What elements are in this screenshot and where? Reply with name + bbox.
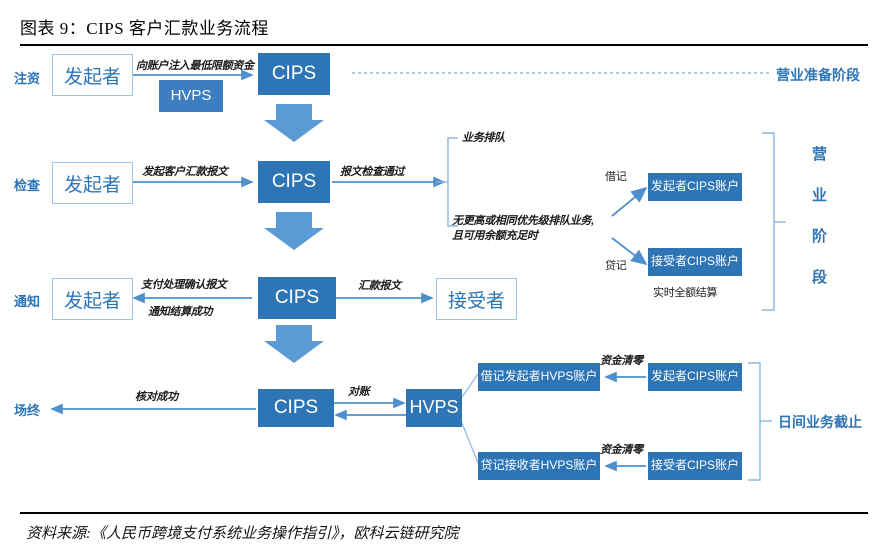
edge-label-funds-cleared-bottom: 资金清零 [600,444,643,456]
node-credit-receiver-hvps-account[interactable]: 贷记接收者HVPS账户 [478,452,600,480]
stage-label-notify: 通知 [14,294,41,309]
edge-label-credit: 贷记 [605,260,627,272]
edge-label-reconciliation-success: 核对成功 [135,391,178,403]
edge-label-settlement-success: 通知结算成功 [148,306,213,318]
node-debit-originator-hvps-account[interactable]: 借记发起者HVPS账户 [478,363,600,391]
stage-label-operating: 营业阶段 [810,146,827,310]
node-originator-cips-account-row4[interactable]: 发起者CIPS账户 [648,363,742,391]
footer-divider [20,512,868,514]
node-cips-row4[interactable]: CIPS [258,389,334,427]
node-cips-row3[interactable]: CIPS [258,277,336,319]
edge-label-message-check-passed: 报文检查通过 [340,166,405,178]
node-receiver-cips-account-row2[interactable]: 接受者CIPS账户 [648,248,742,276]
title-divider [20,44,868,46]
stage-label-check: 检查 [14,178,41,193]
stage-label-prep: 营业准备阶段 [776,67,860,83]
node-hvps-row1[interactable]: HVPS [159,80,223,112]
edge-label-send-remittance-message: 发起客户汇款报文 [142,166,228,178]
node-receiver-cips-account-row4[interactable]: 接受者CIPS账户 [648,452,742,480]
down-arrow-icon [264,104,324,142]
node-originator-cips-account-row2[interactable]: 发起者CIPS账户 [648,173,742,201]
down-arrow-icon [264,325,324,363]
edge-label-reconcile: 对账 [348,386,370,398]
node-cips-row2[interactable]: CIPS [258,161,330,203]
stage-label-close: 场终 [14,403,41,418]
edge-label-remittance-message: 汇款报文 [358,280,401,292]
edge-label-queue: 业务排队 [462,132,505,144]
edge-label-funds-cleared-top: 资金清零 [600,355,643,367]
page-title: 图表 9：CIPS 客户汇款业务流程 [20,19,269,38]
node-cips-row1[interactable]: CIPS [258,53,330,95]
edge-label-debit: 借记 [605,171,627,183]
edge-label-rtgs-settlement: 实时全额结算 [653,287,718,299]
source-note: 资料来源:《人民币跨境支付系统业务操作指引》，欧科云链研究院 [26,526,459,542]
node-hvps-row4[interactable]: HVPS [406,389,462,427]
node-receiver-row3[interactable]: 接受者 [436,278,517,320]
edge-label-queue-condition: 无更高或相同优先级排队业务, 且可用余额充足时 [452,215,594,242]
edge-label-inject-funds: 向账户注入最低限额资金 [136,60,254,72]
stage-label-fund: 注资 [14,71,41,86]
node-originator-row1[interactable]: 发起者 [52,54,133,96]
edge-label-payment-confirm-message: 支付处理确认报文 [141,279,227,291]
stage-label-daycut: 日间业务截止 [778,414,862,430]
node-originator-row2[interactable]: 发起者 [52,162,133,204]
node-originator-row3[interactable]: 发起者 [52,278,133,320]
down-arrow-icon [264,212,324,250]
